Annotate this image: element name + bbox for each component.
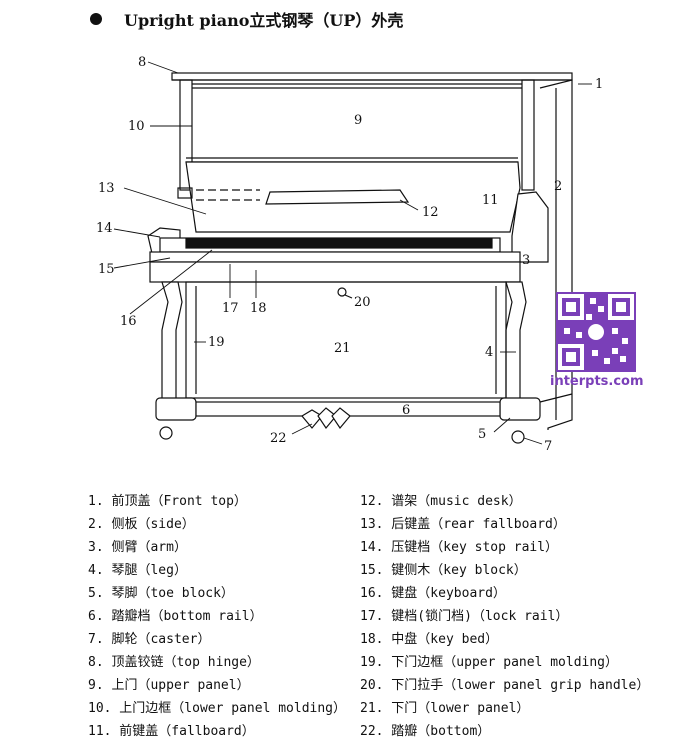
callout-16: 16	[120, 314, 137, 329]
leg-left	[161, 281, 183, 407]
caster-icon	[511, 430, 525, 444]
legend-item: 4. 琴腿（leg）	[88, 563, 187, 578]
leader-lines	[113, 61, 592, 445]
lower-panel	[185, 281, 507, 399]
callout-1: 1	[595, 77, 603, 92]
callout-8: 8	[138, 55, 146, 70]
callout-14: 14	[96, 221, 113, 236]
callout-13: 13	[98, 181, 115, 196]
piano-diagram: 1 2 3 4 5 6 7 8 9 10 11 12 13 14 15 16 1…	[96, 55, 603, 454]
legend-item: 16. 键盘（keyboard）	[360, 586, 506, 601]
legend-item: 17. 键档(锁门档)（lock rail）	[360, 609, 569, 624]
callout-6: 6	[402, 403, 410, 418]
legend-item: 22. 踏瓣（bottom）	[360, 724, 491, 739]
watermark-text: interpts.com	[550, 374, 644, 389]
callout-17: 17	[222, 301, 239, 316]
callout-9: 9	[354, 113, 362, 128]
watermark: interpts.com	[550, 292, 644, 389]
callout-19: 19	[208, 335, 225, 350]
callout-12: 12	[422, 205, 439, 220]
callout-3: 3	[522, 253, 530, 268]
callout-20: 20	[354, 295, 371, 310]
callout-4: 4	[485, 345, 493, 360]
legend-right: 12. 谱架（music desk） 13. 后键盖（rear fallboar…	[360, 490, 649, 743]
callout-7: 7	[544, 439, 552, 454]
callout-5: 5	[478, 427, 486, 442]
bullet-icon	[90, 13, 102, 25]
diagram-title: Upright piano立式钢琴（UP）外壳	[124, 11, 404, 30]
music-desk	[265, 189, 410, 205]
grip-handle-icon	[337, 287, 347, 297]
legend-item: 1. 前顶盖（Front top）	[88, 494, 247, 509]
legend-item: 9. 上门（upper panel）	[88, 678, 250, 693]
callout-18: 18	[250, 301, 267, 316]
callout-22: 22	[270, 431, 287, 446]
legend-item: 11. 前键盖（fallboard）	[88, 724, 255, 739]
legend-item: 3. 侧臂（arm）	[88, 540, 187, 555]
legend-left: 1. 前顶盖（Front top） 2. 侧板（side） 3. 侧臂（arm）…	[88, 490, 346, 743]
legend-item: 15. 键侧木（key block）	[360, 563, 527, 578]
callout-15: 15	[98, 262, 115, 277]
callout-10: 10	[128, 119, 145, 134]
caster-icon	[159, 426, 173, 440]
legend-item: 5. 琴脚（toe block）	[88, 586, 234, 601]
legend-item: 14. 压键档（key stop rail）	[360, 540, 559, 555]
legend-item: 2. 侧板（side）	[88, 517, 195, 532]
callout-2: 2	[554, 179, 562, 194]
title-row: Upright piano立式钢琴（UP）外壳	[90, 6, 403, 32]
legend-item: 21. 下门（lower panel）	[360, 701, 530, 716]
callout-21: 21	[334, 341, 351, 356]
qr-code-icon	[556, 292, 636, 372]
legend-item: 7. 脚轮（caster）	[88, 632, 211, 647]
legend-item: 10. 上门边框（lower panel molding）	[88, 701, 347, 716]
keyboard	[149, 237, 521, 283]
legend-item: 8. 顶盖铰链（top hinge）	[88, 655, 260, 670]
legend-item: 13. 后键盖（rear fallboard）	[360, 517, 566, 532]
leg-right	[505, 281, 527, 407]
legend-item: 6. 踏瓣档（bottom rail）	[88, 609, 263, 624]
callout-11: 11	[482, 193, 499, 208]
front-top	[171, 72, 573, 81]
legend-item: 19. 下门边框（upper panel molding）	[360, 655, 619, 670]
legend-item: 20. 下门拉手（lower panel grip handle）	[360, 678, 650, 693]
legend-item: 18. 中盘（key bed）	[360, 632, 499, 647]
legend-item: 12. 谱架（music desk）	[360, 494, 522, 509]
bottom-rail	[155, 393, 573, 421]
pedals	[301, 407, 351, 430]
arm-right	[511, 191, 549, 263]
